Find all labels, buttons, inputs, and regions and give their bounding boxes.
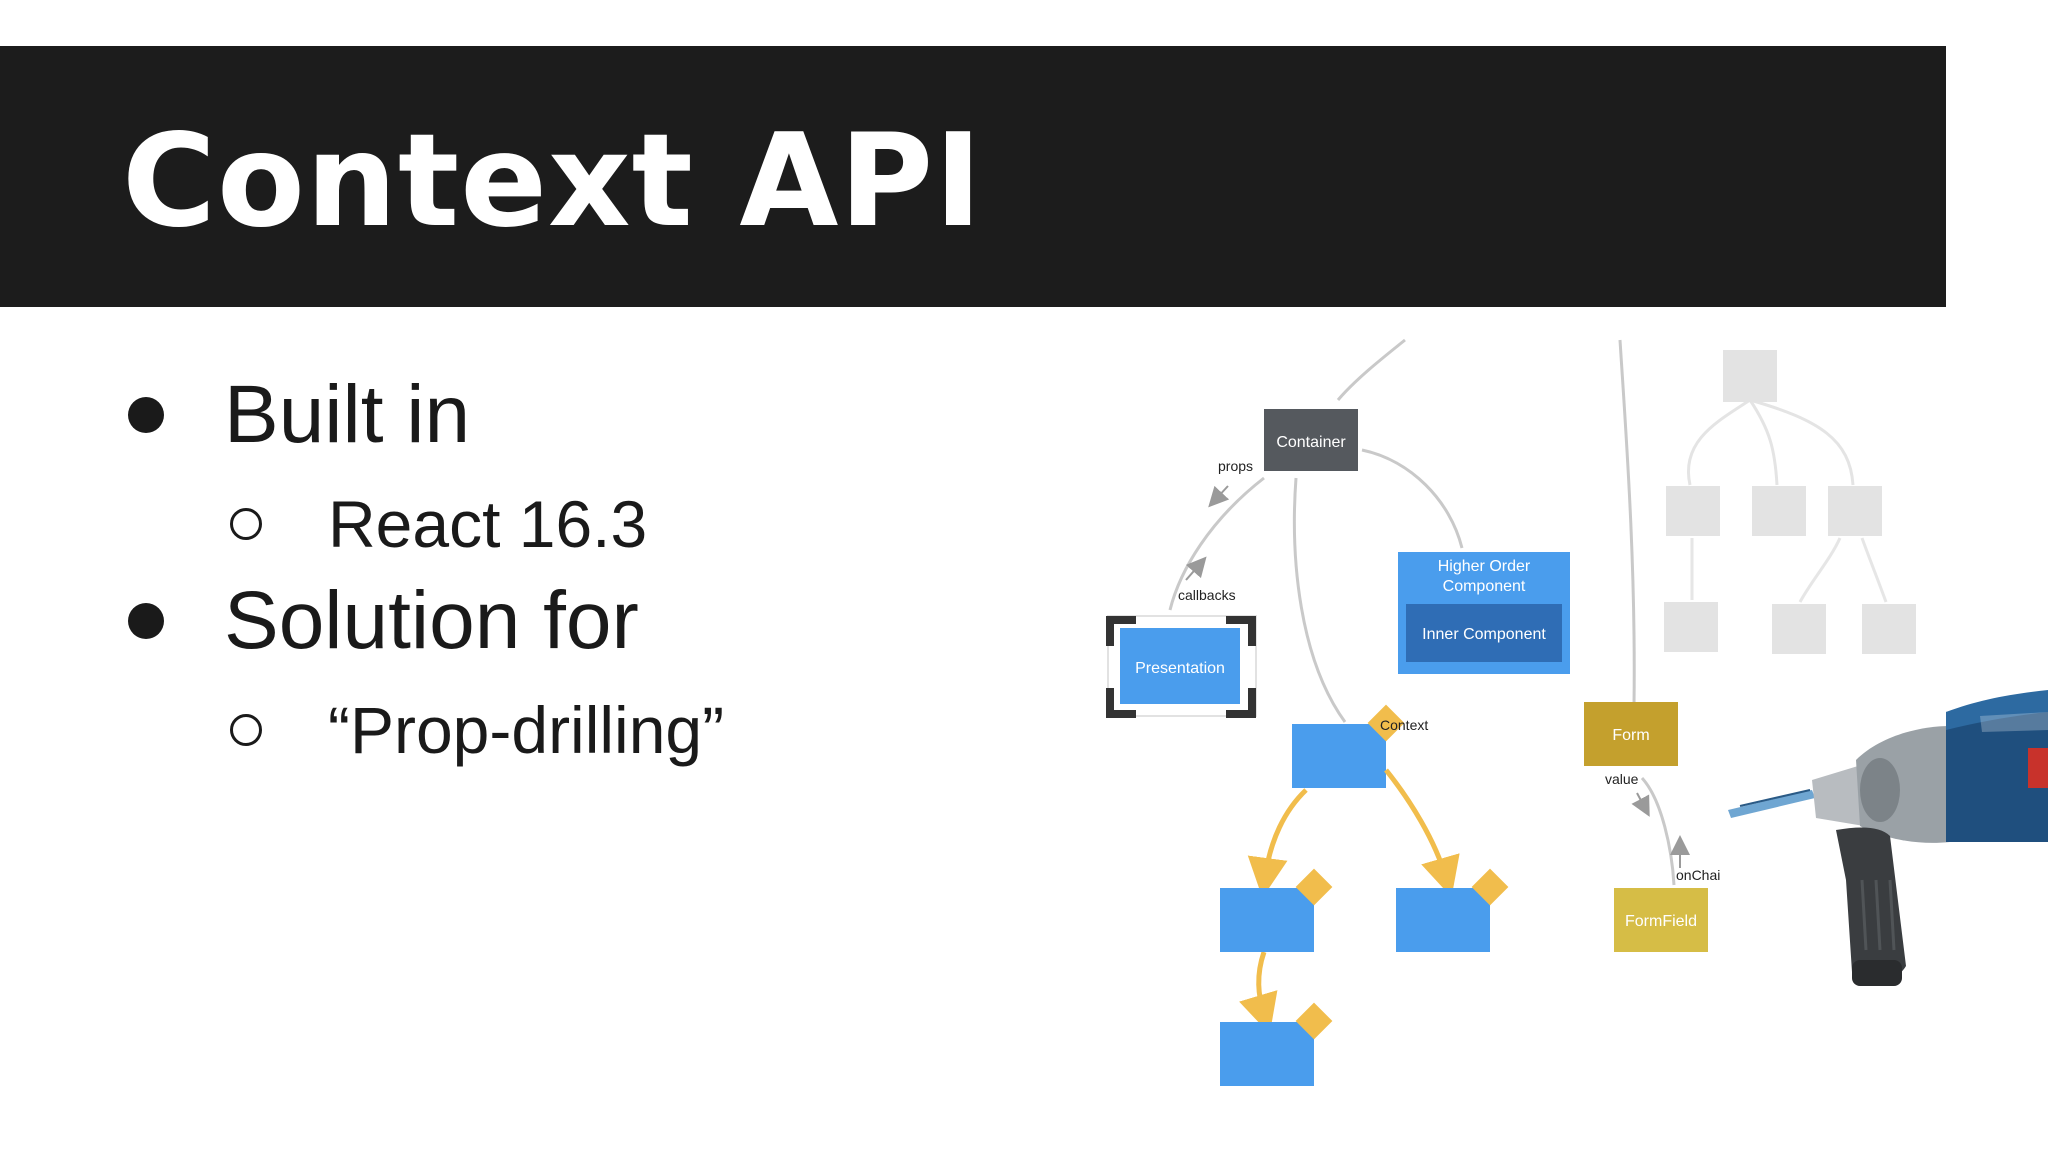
presentation-label: Presentation bbox=[1135, 660, 1225, 677]
context-consumer-node bbox=[1396, 888, 1490, 952]
formfield-node: FormField bbox=[1614, 888, 1708, 952]
power-drill-icon bbox=[1728, 690, 2048, 986]
slide-title: Context API bbox=[122, 107, 983, 256]
formfield-label: FormField bbox=[1625, 913, 1697, 930]
form-node: Form bbox=[1584, 702, 1678, 766]
context-consumer-node bbox=[1220, 888, 1314, 952]
context-tree: Context bbox=[1220, 704, 1509, 1086]
title-bar bbox=[0, 46, 1946, 307]
onchange-label: onChai bbox=[1676, 867, 1720, 883]
faded-node bbox=[1862, 604, 1916, 654]
context-diamond-icon bbox=[1295, 1002, 1333, 1040]
presentation-node: Presentation bbox=[1106, 615, 1257, 718]
context-diamond-icon bbox=[1295, 868, 1333, 906]
focus-corner-icon bbox=[1106, 616, 1136, 646]
context-provider-node bbox=[1292, 724, 1386, 788]
bullet-text: Solution for bbox=[224, 575, 639, 666]
focus-corner-icon bbox=[1226, 616, 1256, 646]
bullet-text: “Prop-drilling” bbox=[328, 693, 725, 767]
context-diamond-icon bbox=[1471, 868, 1509, 906]
inner-component-node bbox=[1406, 604, 1562, 662]
props-label: props bbox=[1218, 458, 1253, 474]
container-node: Container bbox=[1264, 409, 1358, 471]
bullet-dot-icon bbox=[128, 603, 164, 639]
faded-node bbox=[1752, 486, 1806, 536]
faded-node bbox=[1723, 350, 1777, 402]
bullet-text: Built in bbox=[224, 369, 471, 460]
focus-corner-icon bbox=[1106, 688, 1136, 718]
faded-node bbox=[1772, 604, 1826, 654]
bullet-circle-icon bbox=[230, 714, 262, 746]
hoc-label-line1: Higher Order bbox=[1438, 558, 1531, 575]
bullet-text: React 16.3 bbox=[328, 487, 648, 561]
component-tree-diagram: props callbacks value onChai Container P… bbox=[1106, 338, 2048, 1086]
callbacks-label: callbacks bbox=[1178, 587, 1236, 603]
focus-corner-icon bbox=[1226, 688, 1256, 718]
bullet-dot-icon bbox=[128, 397, 164, 433]
faded-node bbox=[1828, 486, 1882, 536]
hoc-node: Higher Order Component Inner Component bbox=[1398, 552, 1570, 674]
bullet-circle-icon bbox=[230, 508, 262, 540]
context-label: Context bbox=[1380, 717, 1428, 733]
context-consumer-node bbox=[1220, 1022, 1314, 1086]
faded-node bbox=[1666, 486, 1720, 536]
hoc-label-line2: Component bbox=[1443, 578, 1526, 595]
inner-component-label: Inner Component bbox=[1422, 626, 1546, 643]
container-label: Container bbox=[1276, 434, 1346, 451]
faded-tree bbox=[1664, 350, 1916, 654]
context-diamond-icon bbox=[1367, 704, 1405, 742]
value-label: value bbox=[1605, 771, 1639, 787]
faded-node bbox=[1664, 602, 1718, 652]
form-label: Form bbox=[1612, 727, 1649, 744]
